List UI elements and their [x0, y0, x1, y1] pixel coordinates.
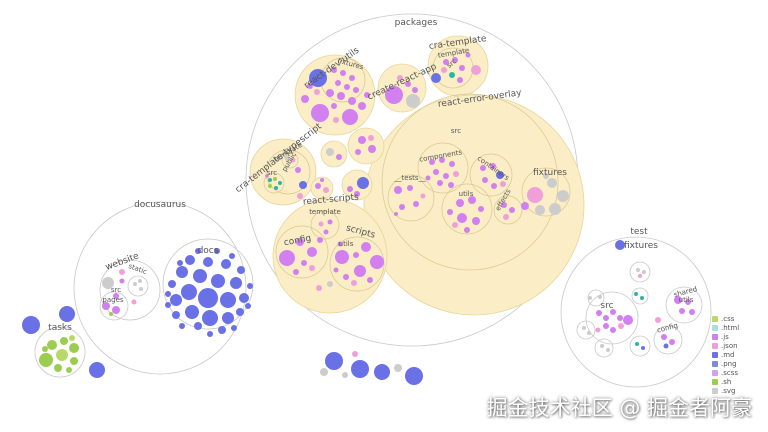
reo-src-circle[interactable] [381, 93, 559, 271]
legend-item: .html [712, 323, 739, 332]
docs-circle[interactable] [162, 238, 254, 330]
react-error-overlay-files [394, 157, 569, 233]
label-reo-src: src [451, 127, 461, 135]
legend-swatch [712, 378, 718, 385]
label-pages: pages [102, 296, 123, 304]
static-circle[interactable] [127, 275, 149, 297]
label-react-scripts: react-scripts [302, 193, 359, 208]
root-files [22, 306, 423, 385]
small-package-files [315, 135, 376, 197]
label-tasks: tasks [48, 323, 72, 333]
legend-label: .html [721, 323, 740, 332]
tasks-circle[interactable] [34, 326, 86, 378]
test-files [582, 240, 695, 352]
scripts-circle[interactable] [329, 236, 385, 292]
legend-label: .sh [721, 377, 732, 386]
components-circle[interactable] [417, 142, 469, 194]
test-shared-circle[interactable] [665, 286, 703, 324]
label-reo-fixtures: fixtures [533, 168, 567, 178]
label-test-utils: utils [679, 296, 694, 304]
pages-circle[interactable] [99, 291, 129, 321]
react-dev-utils-files [301, 67, 370, 125]
react-scripts-files [279, 219, 384, 291]
legend-label: .png [721, 359, 737, 368]
legend-label: .scss [721, 368, 739, 377]
docusaurus-circle[interactable] [73, 201, 247, 375]
legend-label: .json [721, 341, 738, 350]
utils-circle[interactable] [441, 183, 493, 235]
legend-swatch [712, 387, 718, 394]
label-rs-utils: utils [339, 240, 354, 248]
legend-item: .css [712, 314, 739, 323]
crat-template-circle[interactable] [265, 149, 311, 195]
rs-template-circle[interactable] [310, 210, 340, 240]
docs-files [165, 248, 253, 337]
cra-template-files [431, 52, 481, 83]
label-docs: docs [198, 246, 219, 256]
website-files [102, 269, 143, 316]
legend-swatch [712, 369, 718, 376]
cra-template-typescript-files [265, 155, 307, 199]
file-type-legend: .css.html.js.json.md.png.scss.sh.svg [712, 314, 739, 395]
test-circle[interactable] [560, 236, 712, 388]
legend-swatch [712, 315, 718, 322]
label-tests: __tests__ [393, 174, 426, 182]
test-sub-circle-6[interactable] [576, 320, 596, 340]
legend-label: .css [721, 314, 735, 323]
legend-label: .svg [721, 386, 736, 395]
create-react-app-files [385, 75, 420, 108]
tests-circle[interactable] [387, 174, 435, 222]
label-reo-utils: utils [459, 190, 474, 198]
pkg-small-4[interactable] [310, 176, 334, 200]
containers-circle[interactable] [469, 153, 513, 197]
legend-item: .sh [712, 377, 739, 386]
label-rs-template: template [309, 208, 341, 216]
legend-swatch [712, 333, 718, 340]
crat-public-circle[interactable] [281, 151, 299, 169]
legend-item: .scss [712, 368, 739, 377]
legend-item: .json [712, 341, 739, 350]
legend-label: .md [721, 350, 735, 359]
label-packages: packages [395, 18, 438, 28]
label-test-fixtures: fixtures [624, 241, 658, 251]
legend-item: .md [712, 350, 739, 359]
react-error-overlay-circle[interactable] [363, 94, 585, 316]
react-scripts-circle[interactable] [272, 198, 388, 314]
fixtures-reo-circle[interactable] [521, 167, 571, 217]
test-sub-circle[interactable] [631, 287, 649, 305]
effects-circle[interactable] [493, 195, 523, 225]
legend-item: .png [712, 359, 739, 368]
legend-swatch [712, 360, 718, 367]
label-test-src: src [600, 301, 613, 311]
website-circle[interactable] [99, 259, 161, 321]
legend-swatch [712, 351, 718, 358]
label-crat-src: src [267, 169, 277, 177]
label-website-src: src [111, 286, 121, 294]
test-sub-circle-3[interactable] [629, 261, 651, 283]
test-sub-circle-4[interactable] [629, 335, 651, 357]
legend-label: .js [721, 332, 729, 341]
label-docusaurus: docusaurus [134, 200, 186, 210]
label-test: test [630, 227, 648, 237]
config-circle[interactable] [275, 225, 329, 279]
legend-item: .svg [712, 386, 739, 395]
label-test-config: config [656, 321, 679, 334]
legend-item: .js [712, 332, 739, 341]
test-config-circle[interactable] [653, 325, 683, 355]
crat-src-circle[interactable] [263, 172, 285, 194]
watermark: 掘金技术社区 @ 掘金者阿豪 [486, 396, 752, 420]
cra-template-typescript-circle[interactable] [249, 138, 317, 206]
label-config: config [283, 234, 312, 249]
legend-swatch [712, 324, 718, 331]
tasks-files [39, 335, 79, 373]
pkg-small-2[interactable] [320, 140, 348, 168]
pkg-small-1[interactable] [347, 127, 385, 165]
legend-swatch [712, 342, 718, 349]
test-sub-circle-5[interactable] [594, 338, 614, 358]
